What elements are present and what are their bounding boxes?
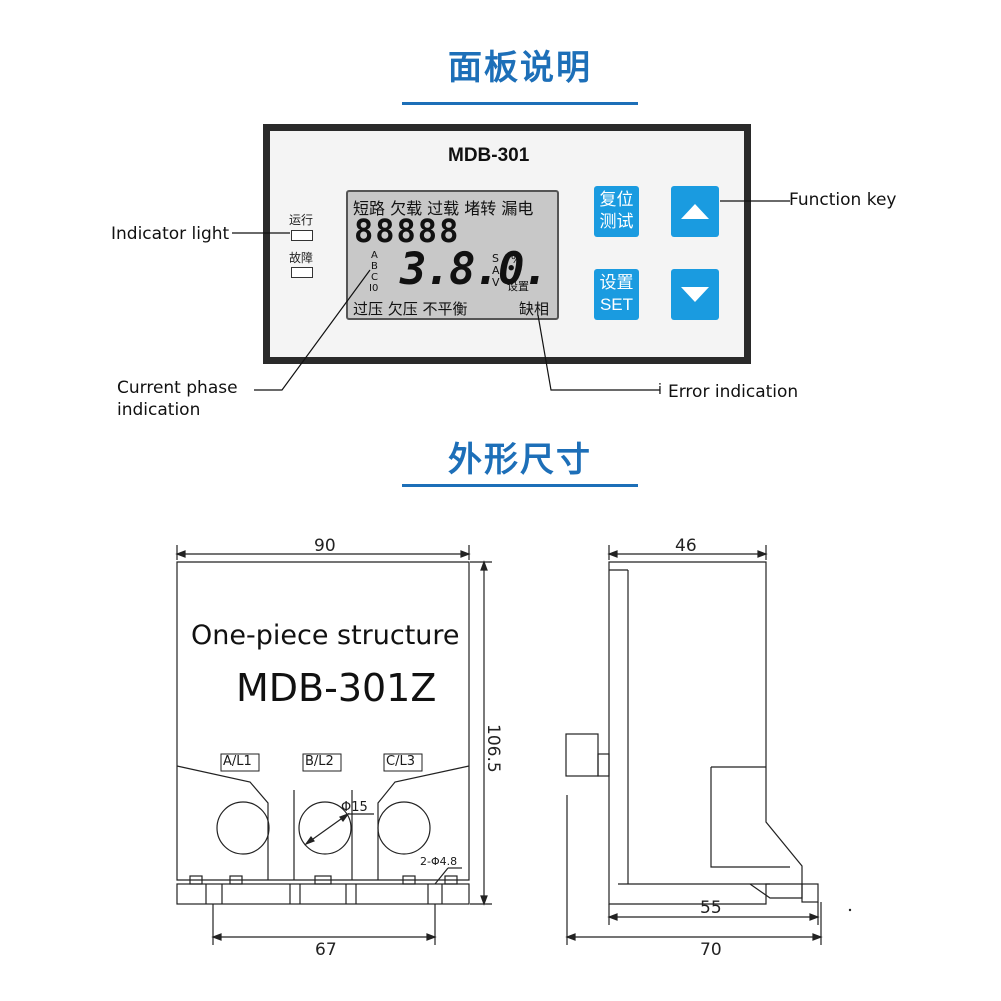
lcd-display: [346, 190, 559, 320]
run-indicator-light: [291, 230, 313, 241]
down-arrow-icon: [681, 287, 709, 302]
up-button[interactable]: [671, 186, 719, 237]
panel-model-label: MDB-301: [448, 145, 530, 166]
width-dimension: 90: [314, 536, 336, 556]
lcd-unit-v: V: [492, 276, 500, 289]
phase-label-c: C/L3: [386, 754, 415, 769]
reset-label: 复位: [599, 190, 634, 210]
lcd-protection-row: 短路 欠载 过载 堵转 漏电: [353, 199, 534, 218]
current-phase-callout-line2: indication: [117, 400, 201, 420]
error-indication-callout: Error indication: [668, 382, 799, 402]
lcd-phase-i0: I0: [369, 283, 379, 294]
side-inner-depth-dimension: 55: [700, 898, 722, 918]
panel-heading-underline: [402, 102, 638, 105]
lcd-digits-top: 88888: [354, 212, 461, 250]
fault-indicator-label: 故障: [289, 251, 314, 265]
dimensions-heading-underline: [402, 484, 638, 487]
set-button[interactable]: 设置 SET: [594, 269, 639, 320]
down-button[interactable]: [671, 269, 719, 320]
lcd-unit-a: A: [492, 264, 500, 277]
panel-heading: 面板说明: [448, 48, 592, 88]
hole-diameter-label: Φ15: [341, 800, 368, 815]
structure-label: One-piece structure: [191, 620, 460, 651]
height-dimension: 106.5: [483, 724, 503, 773]
lcd-digits-main: 3.8.0.: [400, 244, 549, 295]
phase-label-b: B/L2: [305, 754, 334, 769]
run-indicator-label: 运行: [289, 213, 314, 227]
function-key-callout: Function key: [789, 190, 897, 210]
lcd-unit-s: S: [492, 252, 499, 265]
side-outer-depth-dimension: 70: [700, 940, 722, 960]
phase-label-a: A/L1: [223, 754, 252, 769]
test-label: 测试: [599, 212, 634, 232]
dimensions-heading: 外形尺寸: [448, 440, 592, 480]
indicator-light-callout: Indicator light: [111, 224, 230, 244]
error-callout-prefix: i: [658, 382, 662, 398]
set-label-cn: 设置: [599, 273, 634, 293]
reset-test-button[interactable]: 复位 测试: [594, 186, 639, 237]
front-model-label: MDB-301Z: [236, 666, 437, 710]
current-phase-callout-line1: Current phase: [117, 378, 238, 398]
lcd-phase-c: C: [371, 272, 378, 283]
mount-spacing-dimension: 67: [315, 940, 337, 960]
side-top-depth-dimension: 46: [675, 536, 697, 556]
lcd-phase-a: A: [371, 250, 378, 261]
lcd-phase-b: B: [371, 261, 378, 272]
lcd-phase-loss: 缺相: [519, 300, 550, 318]
mount-hole-label: 2-Φ4.8: [420, 855, 458, 868]
lcd-voltage-row: 过压 欠压 不平衡: [353, 300, 468, 318]
fault-indicator-light: [291, 267, 313, 278]
set-label-en: SET: [599, 295, 634, 314]
lcd-percent: %: [511, 253, 522, 266]
up-arrow-icon: [681, 204, 709, 219]
lcd-setting-label: 设置: [507, 280, 529, 293]
